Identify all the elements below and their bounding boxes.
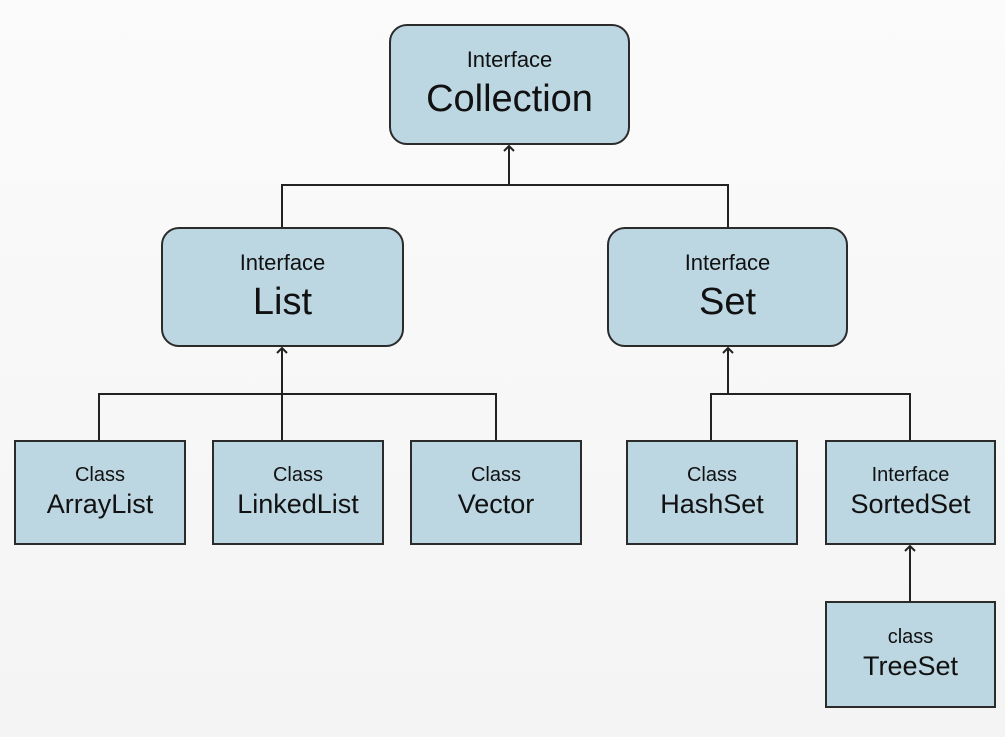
node-linkedlist-kind: Class (272, 464, 323, 487)
node-collection-name: Collection (426, 78, 593, 121)
node-vector-name: Vector (457, 489, 535, 520)
edge-list-to-collection (281, 184, 729, 227)
node-hashset-name: HashSet (660, 489, 764, 520)
node-treeset-name: TreeSet (862, 651, 959, 682)
node-sortedset-kind: Interface (871, 464, 950, 487)
node-list-name: List (252, 280, 313, 323)
node-hashset: Class HashSet (626, 440, 798, 545)
node-hashset-kind: Class (686, 464, 737, 487)
node-list-kind: Interface (239, 249, 326, 275)
edge-list-subclasses (98, 393, 497, 440)
node-collection: Interface Collection (389, 24, 630, 145)
node-arraylist-name: ArrayList (46, 489, 154, 520)
node-set-kind: Interface (684, 249, 771, 275)
node-linkedlist-name: LinkedList (237, 489, 359, 520)
node-linkedlist: Class LinkedList (212, 440, 384, 545)
node-sortedset: Interface SortedSet (825, 440, 996, 545)
node-set-name: Set (698, 280, 757, 323)
node-treeset-kind: class (887, 626, 934, 649)
edge-set-subclasses (710, 393, 911, 440)
node-set: Interface Set (607, 227, 848, 347)
node-collection-kind: Interface (466, 47, 553, 72)
node-vector: Class Vector (410, 440, 582, 545)
node-treeset: class TreeSet (825, 601, 996, 708)
node-list: Interface List (161, 227, 404, 347)
node-arraylist: Class ArrayList (14, 440, 186, 545)
node-arraylist-kind: Class (74, 464, 125, 487)
node-sortedset-name: SortedSet (850, 489, 971, 520)
node-vector-kind: Class (470, 464, 521, 487)
